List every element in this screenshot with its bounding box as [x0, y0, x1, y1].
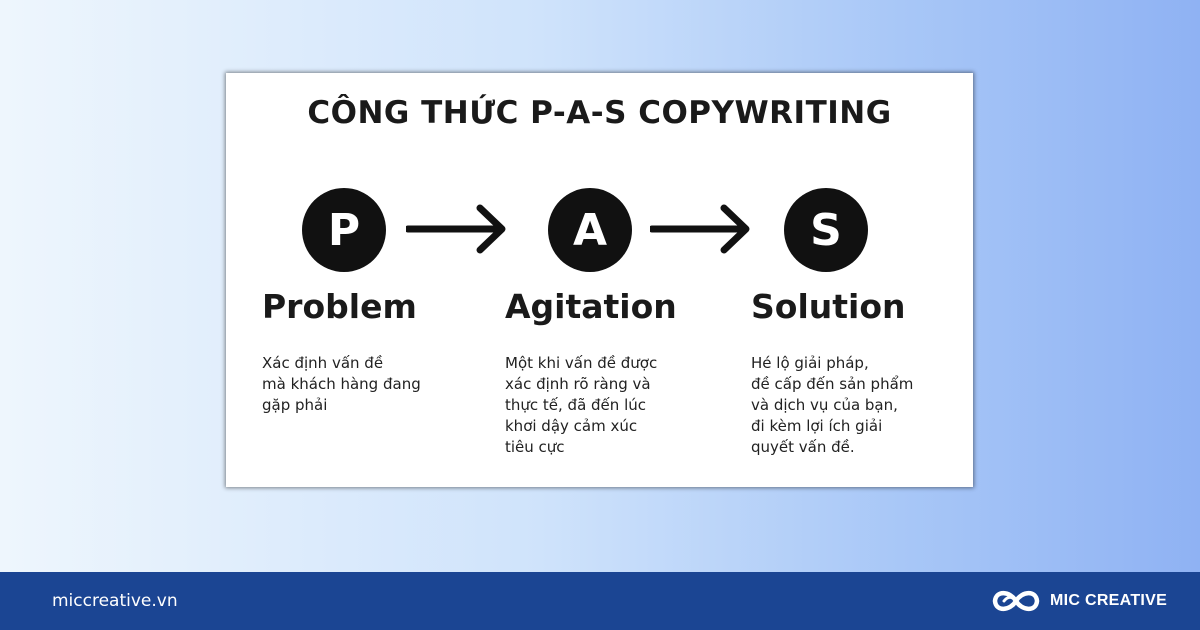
- step-s-heading: Solution: [751, 287, 906, 326]
- pas-card: CÔNG THỨC P-A-S COPYWRITING P A S Proble…: [226, 73, 973, 487]
- infinity-icon: [992, 590, 1040, 612]
- step-s-letter: S: [810, 204, 842, 256]
- step-p-letter: P: [327, 204, 361, 256]
- step-a-description: Một khi vấn đề được xác định rõ ràng và …: [505, 354, 658, 456]
- step-p-description: Xác định vấn đề mà khách hàng đang gặp p…: [262, 354, 421, 414]
- footer-bar: miccreative.vn MIC CREATIVE: [0, 572, 1200, 630]
- brand-name: MIC CREATIVE: [1050, 592, 1168, 609]
- step-a-letter: A: [572, 204, 608, 256]
- step-a-circle: A: [548, 188, 632, 272]
- arrow-right-icon: [406, 204, 506, 254]
- step-p-circle: P: [302, 188, 386, 272]
- step-s-description: Hé lộ giải pháp, đề cấp đến sản phẩm và …: [751, 354, 914, 456]
- brand-logo[interactable]: MIC CREATIVE: [990, 586, 1167, 616]
- step-p-heading: Problem: [262, 287, 417, 326]
- step-s-circle: S: [784, 188, 868, 272]
- website-link[interactable]: miccreative.vn: [52, 591, 178, 611]
- step-a-heading: Agitation: [505, 287, 677, 326]
- card-title: CÔNG THỨC P-A-S COPYWRITING: [307, 95, 892, 131]
- arrow-right-icon: [650, 204, 750, 254]
